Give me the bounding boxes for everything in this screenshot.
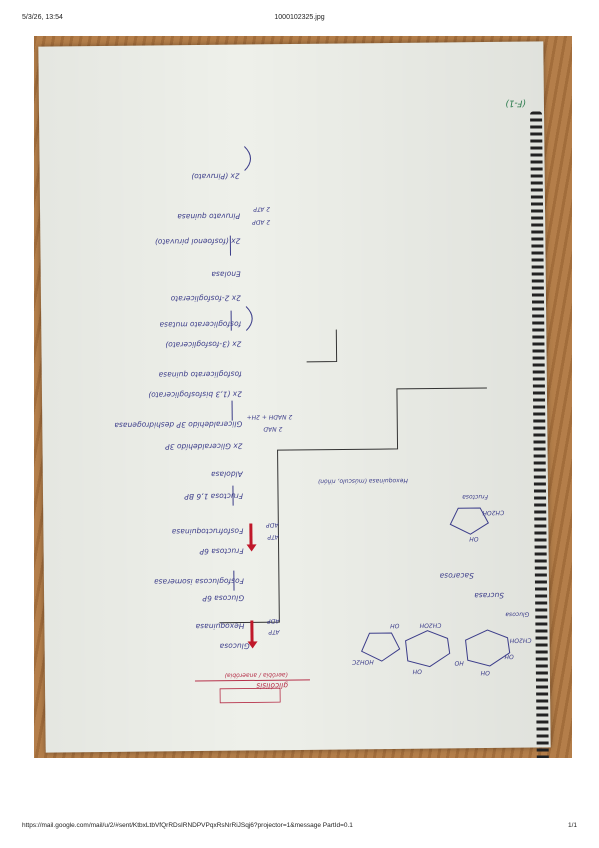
structure-label: CH2OH (419, 621, 442, 629)
corner-label: (F-1) (505, 97, 526, 108)
step-atp-1: ATP (268, 628, 280, 636)
print-header: 5/3/26, 13:54 1000102325.jpg (22, 14, 577, 26)
step-fructosa-6p: Fructosa 6P (199, 546, 244, 557)
step-g3p-deshidrogenasa: Gliceraldehído 3P deshidrogenasa (114, 419, 243, 430)
notebook-page: glicólisis (aeróbia / anaeróbia) Glucosa… (38, 41, 551, 758)
step-fructosa-16bp: Fructosa 1,6 BP (184, 491, 244, 502)
step-adp-2: ADP (265, 521, 279, 529)
step-fosfoglucosa-isomerasa: Fosfoglucosa isomerasa (153, 576, 244, 587)
handwritten-notes: glicólisis (aeróbia / anaeróbia) Glucosa… (38, 41, 550, 752)
step-fosfoglicerato-mutasa: fosfoglicerato mutasa (159, 319, 242, 330)
step-2-fosfoglicerato: 2x 2-fosfoglicerato (170, 293, 242, 304)
structure-label: OH (390, 621, 400, 630)
step-fosfoglicerato-quinasa: fosfoglicerato quinasa (158, 369, 242, 380)
structure-label: HO (454, 659, 464, 667)
step-atp-2: ATP (267, 533, 279, 541)
structure-label: CH2OH (509, 636, 532, 644)
structure-label: OH (412, 667, 422, 675)
step-hexoquinasa: Hexoquinasa (195, 621, 245, 632)
step-adp-1: ADP (266, 617, 280, 625)
print-page-number: 1/1 (567, 822, 577, 829)
side-label-hexoquinasa-musculo: Hexoquinasa (músculo, riñón) (317, 476, 408, 485)
side-label-glucosa: Glucosa (505, 610, 530, 618)
notebook-photo: glicólisis (aeróbia / anaeróbia) Glucosa… (34, 36, 572, 758)
step-aldolasa: Aldolasa (211, 469, 243, 479)
notes-diagram (194, 146, 511, 704)
irreversible-arrow (250, 620, 254, 643)
structure-label: OH (504, 652, 514, 660)
notes-heading-sub: (aeróbia / anaeróbia) (224, 671, 288, 679)
step-fosfofructoquinasa: Fosfofructoquinasa (171, 526, 244, 537)
irreversible-arrow (249, 523, 253, 546)
step-glucosa-6p: Glucosa 6P (202, 593, 245, 603)
step-3-fosfoglicerato: 2x (3-fosfoglicerato) (165, 339, 242, 350)
print-footer: https://mail.google.com/mail/u/2/#sent/K… (22, 822, 577, 834)
step-gliceraldehido-3p: 2x Gliceraldehído 3P (165, 441, 243, 452)
notes-heading: glicólisis (256, 681, 289, 691)
print-title: 1000102325.jpg (274, 14, 325, 21)
structure-label: CH2OH (482, 508, 505, 517)
print-url: https://mail.google.com/mail/u/2/#sent/K… (22, 822, 353, 829)
step-glucosa: Glucosa (219, 641, 250, 651)
side-label-sucrasa: Sucrasa (474, 590, 505, 601)
step-2nadh: 2 NADH + 2H+ (246, 413, 293, 421)
side-label-sacarosa: Sacarosa (439, 571, 474, 581)
step-2atp: 2 ATP (253, 205, 271, 213)
step-2adp: 2 ADP (252, 218, 271, 226)
structure-label: HOH2C (351, 658, 374, 666)
structure-label: OH (480, 668, 490, 677)
step-2nad: 2 NAD (263, 425, 283, 433)
print-date: 5/3/26, 13:54 (22, 14, 63, 21)
structure-label: OH (469, 535, 479, 543)
side-label-fructosa: Fructosa (462, 492, 489, 501)
step-fosfoenolpiruvato: 2x (fosfoenol piruvato) (154, 236, 241, 247)
step-piruvato-quinasa: Piruvato quinasa (177, 211, 241, 222)
step-enolasa: Enolasa (211, 269, 241, 279)
step-piruvato: 2x (Piruvato) (191, 171, 240, 182)
step-13-bpg: 2x (1,3 bisfosfoglicerato) (148, 389, 243, 400)
